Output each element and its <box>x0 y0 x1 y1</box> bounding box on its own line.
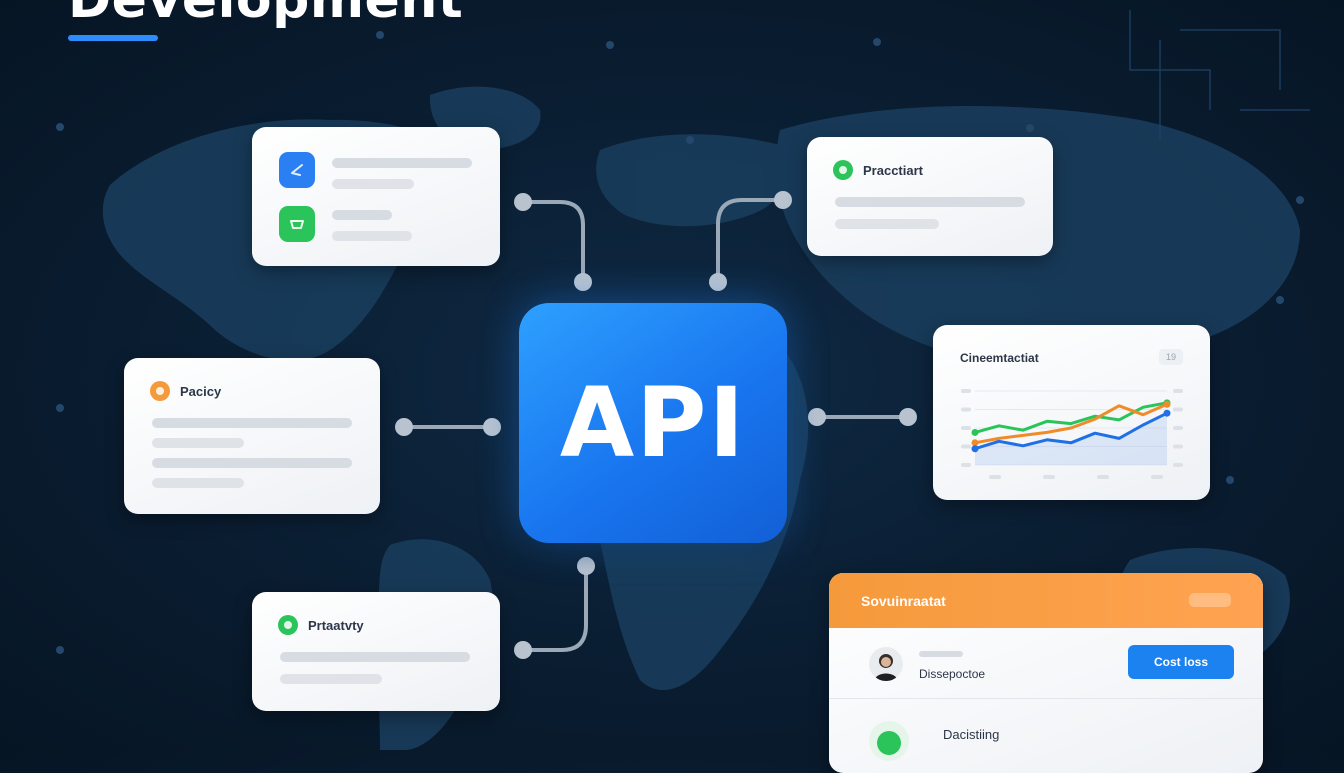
placeholder-line <box>835 219 939 229</box>
chart-tick-mark <box>1173 407 1183 412</box>
placeholder-line <box>152 438 244 448</box>
profile-name: Dissepoctoe <box>919 667 986 681</box>
chart-tick-mark <box>961 389 971 393</box>
analytics-chart-card[interactable]: Cineemtactiat 19 <box>933 325 1210 500</box>
chart-tick-mark <box>961 444 971 449</box>
chart-point <box>971 439 979 447</box>
placeholder-line <box>280 652 470 662</box>
card-title: Prtaatvty <box>308 618 364 633</box>
profile-card-header <box>829 573 1263 628</box>
page-headline: Development <box>68 0 464 30</box>
integration-card-top-left[interactable] <box>252 127 500 266</box>
profile-second-row-label: Dacistiing <box>943 727 1000 742</box>
chart-tick-mark <box>961 426 971 430</box>
europe-shape <box>596 134 789 227</box>
cart-icon <box>279 206 315 242</box>
share-icon <box>279 152 315 188</box>
chart-series-line-1 <box>973 402 1169 445</box>
placeholder-line <box>280 674 382 684</box>
profile-status-card[interactable]: Sovuinraatat Dissepoctoe Cost loss Dacis… <box>829 573 1263 773</box>
chart-tick-mark <box>1173 444 1183 449</box>
chart-x-tick-mark <box>989 475 1001 479</box>
divider <box>829 698 1263 699</box>
chart-point <box>1163 409 1171 417</box>
integration-card-bottom-left[interactable]: Prtaatvty <box>252 592 500 711</box>
integration-card-left[interactable]: Pacicy <box>124 358 380 514</box>
api-hub-tile[interactable]: API <box>519 303 787 543</box>
placeholder-line <box>332 231 412 241</box>
chart-tick-mark <box>1173 426 1183 430</box>
placeholder-line <box>152 458 352 468</box>
chart-badge: 19 <box>1159 349 1183 365</box>
placeholder-line <box>152 418 352 428</box>
card-title: Pracctiart <box>863 163 923 178</box>
chart-x-tick-mark <box>1097 475 1109 479</box>
chart-x-tick-mark <box>1151 475 1163 479</box>
card-title: Pacicy <box>180 384 222 399</box>
status-dot-icon <box>833 160 853 180</box>
line-chart <box>961 389 1183 479</box>
status-dot-icon <box>278 615 298 635</box>
integration-card-top-right[interactable]: Pracctiart <box>807 137 1053 256</box>
headline-underline <box>68 35 158 41</box>
chart-series-line-2 <box>973 411 1169 451</box>
chart-tick-mark <box>1173 389 1183 393</box>
placeholder-line <box>835 197 1025 207</box>
profile-action-button[interactable]: Cost loss <box>1128 645 1234 679</box>
status-dot-icon <box>877 731 901 755</box>
header-badge <box>1189 593 1231 607</box>
chart-area-fill <box>975 413 1167 465</box>
chart-point <box>971 445 979 453</box>
avatar <box>869 647 903 681</box>
profile-card-title: Sovuinraatat <box>861 593 946 609</box>
chart-x-tick-mark <box>1043 475 1055 479</box>
chart-tick-mark <box>1173 463 1183 467</box>
chart-title: Cineemtactiat <box>960 351 1039 365</box>
activity-avatar <box>869 721 909 761</box>
chart-tick-mark <box>961 407 971 412</box>
placeholder-line <box>919 651 963 657</box>
chart-tick-mark <box>961 463 971 467</box>
placeholder-line <box>332 210 392 220</box>
chart-point <box>1163 400 1171 408</box>
placeholder-line <box>152 478 244 488</box>
status-dot-icon <box>150 381 170 401</box>
api-label: API <box>559 367 747 479</box>
placeholder-line <box>332 179 414 189</box>
placeholder-line <box>332 158 472 168</box>
chart-point <box>971 428 979 436</box>
